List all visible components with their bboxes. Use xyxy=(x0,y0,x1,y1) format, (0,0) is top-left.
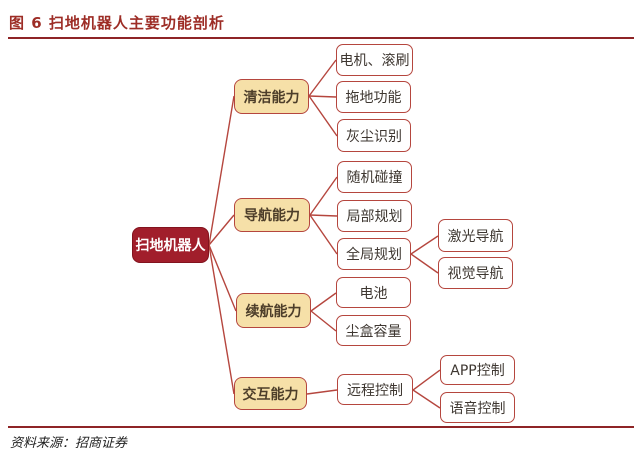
node-voice-control: 语音控制 xyxy=(440,392,515,423)
source-note: 资料来源：招商证券 xyxy=(10,436,128,451)
node-dustbox-capacity: 尘盒容量 xyxy=(336,315,411,346)
title-rule xyxy=(8,37,634,39)
bottom-rule xyxy=(8,426,634,428)
node-dust-recognition: 灰尘识别 xyxy=(337,119,411,152)
node-cleaning-ability: 清洁能力 xyxy=(234,79,309,114)
node-endurance-ability: 续航能力 xyxy=(236,293,311,328)
node-interaction-ability: 交互能力 xyxy=(234,377,307,410)
node-motor-roller-brush: 电机、滚刷 xyxy=(336,44,413,76)
node-root-sweeping-robot: 扫地机器人 xyxy=(132,227,209,263)
node-mopping-function: 拖地功能 xyxy=(336,81,411,113)
node-laser-navigation: 激光导航 xyxy=(438,219,513,252)
node-battery: 电池 xyxy=(336,277,411,308)
node-app-control: APP控制 xyxy=(440,355,515,385)
node-local-planning: 局部规划 xyxy=(337,200,412,232)
figure-title: 图 6 扫地机器人主要功能剖析 xyxy=(9,14,225,32)
node-global-planning: 全局规划 xyxy=(337,238,411,270)
node-navigation-ability: 导航能力 xyxy=(234,198,310,232)
node-visual-navigation: 视觉导航 xyxy=(438,257,513,289)
node-remote-control: 远程控制 xyxy=(337,374,413,405)
node-random-collision: 随机碰撞 xyxy=(337,161,412,193)
